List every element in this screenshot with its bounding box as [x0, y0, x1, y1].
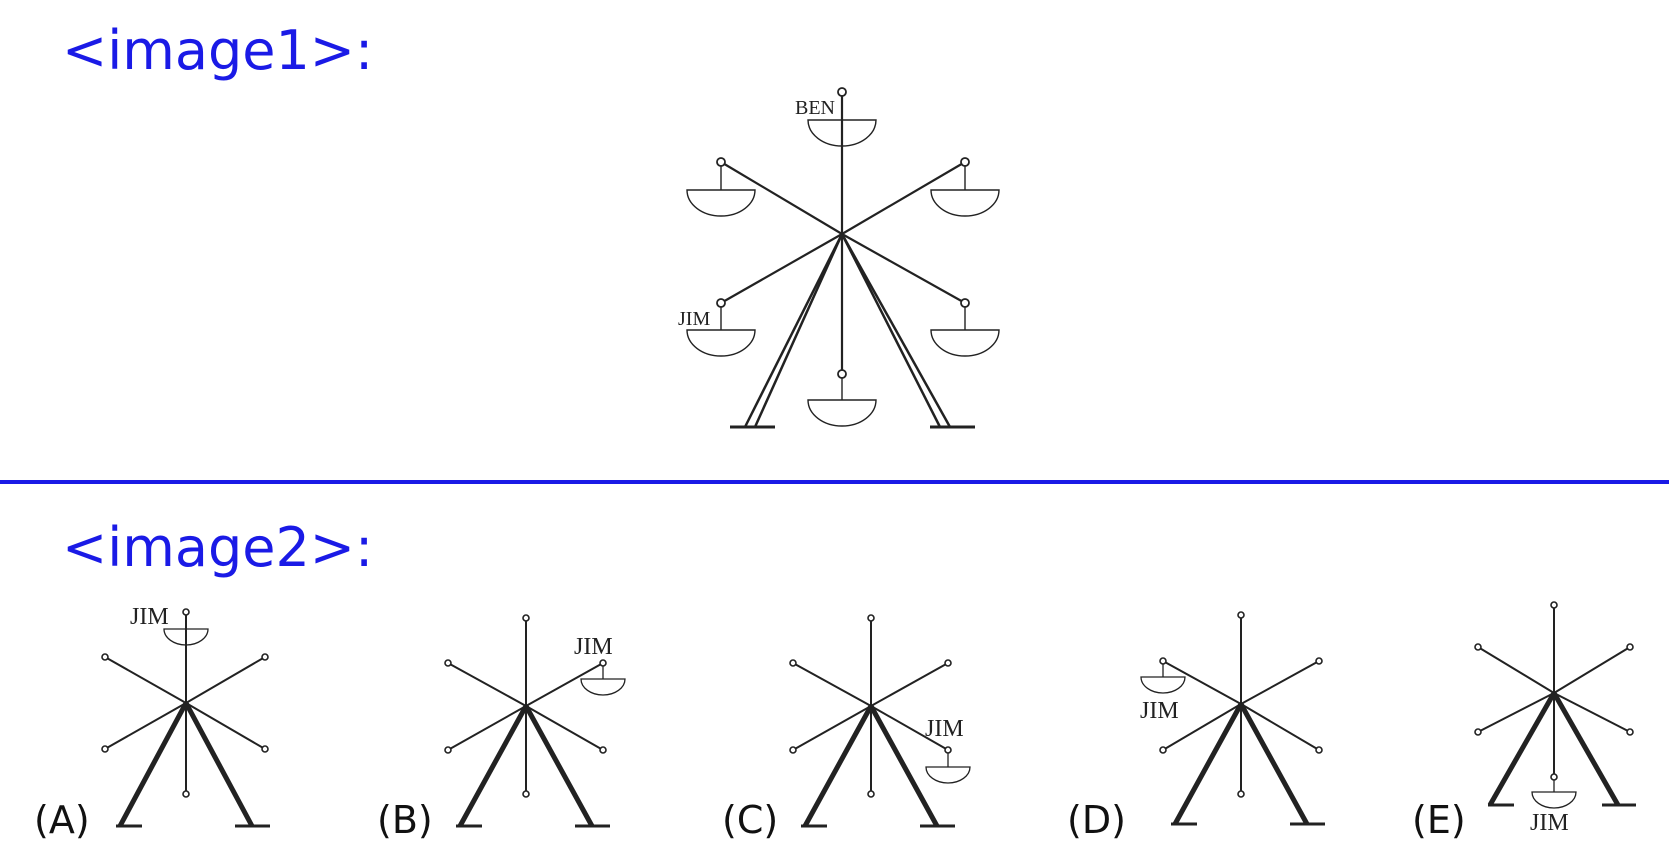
option-d-letter[interactable]: (D) [1067, 798, 1126, 842]
option-b-letter[interactable]: (B) [377, 798, 433, 842]
image2-header: <image2>: [62, 516, 374, 579]
seat-upper-right [930, 166, 1000, 217]
seat-bottom [807, 378, 877, 427]
option-e-letter[interactable]: (E) [1412, 798, 1466, 842]
wheel-seats [686, 96, 1000, 427]
section-divider [0, 480, 1669, 484]
option-b-diagram: JIM [444, 614, 626, 828]
option-d-name: JIM [1140, 698, 1179, 724]
option-a-name: JIM [130, 604, 169, 630]
option-a-diagram: JIM [101, 604, 270, 828]
option-c-letter[interactable]: (C) [722, 798, 779, 842]
option-c-diagram: JIM [789, 614, 971, 828]
seat-upper-left [686, 166, 756, 217]
option-a-letter[interactable]: (A) [34, 798, 90, 842]
option-e-diagram: JIM [1474, 601, 1636, 836]
wheel-top-name: BEN [795, 97, 835, 119]
wheel-support-right [840, 233, 952, 428]
option-d-diagram: JIM [1140, 611, 1325, 826]
image1-header: <image1>: [62, 19, 374, 82]
wheel-support-left [743, 233, 844, 428]
option-c-name: JIM [925, 716, 964, 742]
wheel-marked-name: JIM [678, 308, 710, 330]
option-b-name: JIM [574, 634, 613, 660]
option-e-name: JIM [1530, 810, 1569, 836]
ferris-wheel-diagram: BEN JIM [678, 87, 1000, 429]
seat-lower-left [686, 307, 756, 357]
seat-lower-right [930, 307, 1000, 357]
wheel-spokes [720, 92, 966, 374]
seat-top [807, 96, 877, 147]
